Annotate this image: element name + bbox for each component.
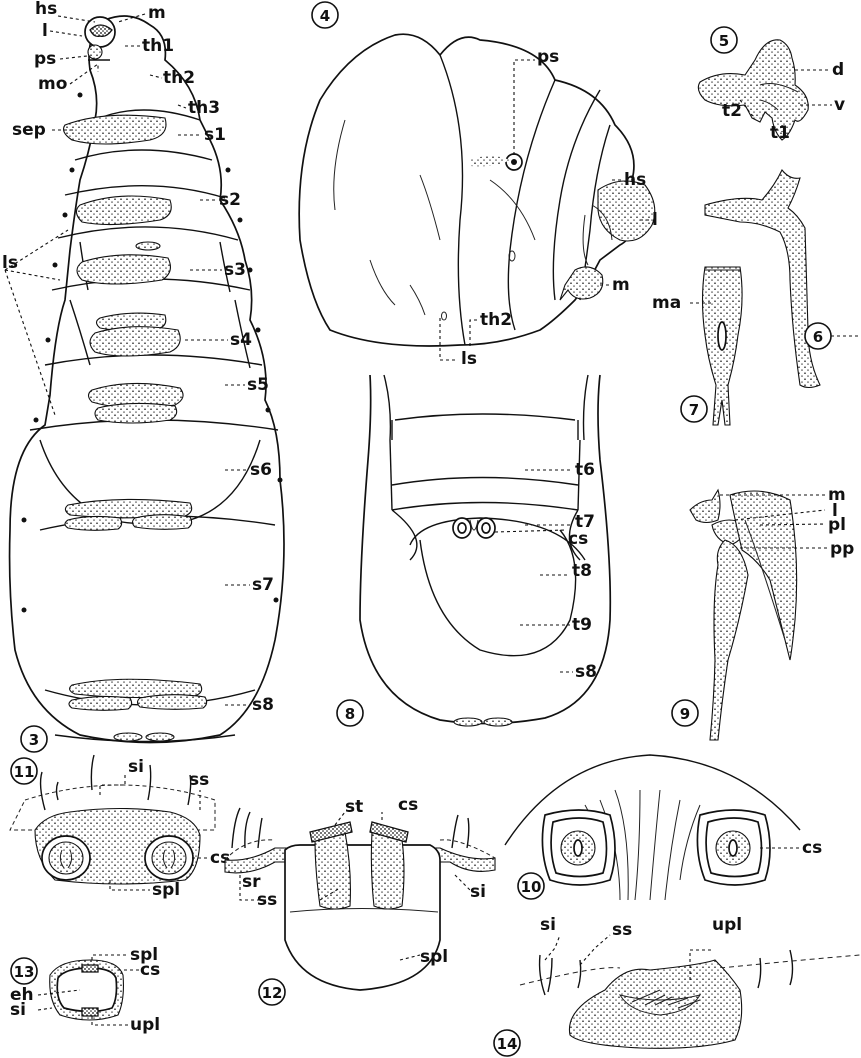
fig8-label-t8: t8 <box>572 561 592 581</box>
figure-14-labels: si ss upl <box>540 915 742 940</box>
svg-text:4: 4 <box>320 7 330 25</box>
fig3-label-th2: th2 <box>163 68 195 88</box>
fig4-label-l: l <box>652 210 658 230</box>
fig3-label-th1: th1 <box>142 36 174 56</box>
fig4-label-th2: th2 <box>480 310 512 330</box>
figure-number-3: 3 <box>21 726 47 752</box>
fig4-label-ps: ps <box>537 47 559 67</box>
fig14-label-ss: ss <box>612 920 632 940</box>
fig11-label-spl: spl <box>152 880 180 900</box>
fig8-label-t6: t6 <box>575 460 595 480</box>
fig8-label-s8: s8 <box>575 662 597 682</box>
figure-number-8: 8 <box>337 700 363 726</box>
figure-number-6: 6 <box>805 323 858 349</box>
fig3-label-mo: mo <box>38 74 67 94</box>
svg-text:10: 10 <box>521 878 542 896</box>
figure-3-larva <box>10 16 284 743</box>
fig3-label-th3: th3 <box>188 98 220 118</box>
fig5-label-t2: t2 <box>722 101 742 121</box>
fig12-label-ss: ss <box>257 890 277 910</box>
fig12-label-st: st <box>345 797 363 817</box>
fig12-label-cs: cs <box>398 795 418 815</box>
fig3-label-hs: hs <box>35 0 57 19</box>
figure-9-structure <box>690 490 797 740</box>
figure-number-10: 10 <box>518 873 544 899</box>
figure-number-5: 5 <box>711 27 737 53</box>
fig12-label-spl: spl <box>420 947 448 967</box>
svg-text:7: 7 <box>689 401 699 419</box>
fig3-label-s7: s7 <box>252 575 274 595</box>
figure-10-labels: cs <box>802 838 822 858</box>
fig3-label-ps: ps <box>34 49 56 69</box>
svg-text:5: 5 <box>719 32 729 50</box>
figure-number-9: 9 <box>672 700 698 726</box>
fig7-label-ma: ma <box>652 293 681 313</box>
figure-number-13: 13 <box>11 958 37 984</box>
fig3-label-s5: s5 <box>247 375 269 395</box>
figure-number-14: 14 <box>494 1030 520 1056</box>
svg-text:14: 14 <box>497 1035 518 1053</box>
fig3-label-s8: s8 <box>252 695 274 715</box>
fig4-label-m: m <box>612 275 630 295</box>
figure-8-abdomen <box>360 375 610 726</box>
fig9-label-pl: pl <box>828 515 846 535</box>
fig12-label-sr: sr <box>242 872 261 892</box>
figure-11-spiracle-plate <box>10 755 215 884</box>
fig10-label-cs: cs <box>802 838 822 858</box>
fig3-label-l: l <box>42 21 48 41</box>
fig4-label-ls: ls <box>461 349 477 369</box>
svg-text:6: 6 <box>813 328 823 346</box>
figure-5-mandible <box>698 40 808 140</box>
svg-text:13: 13 <box>14 963 35 981</box>
fig3-label-s4: s4 <box>230 330 252 350</box>
fig13-label-si: si <box>10 1000 26 1020</box>
figure-7-structure <box>703 267 743 425</box>
figure-13-spiracle-small <box>50 960 124 1020</box>
fig3-label-m: m <box>148 3 166 23</box>
fig11-label-ss: ss <box>189 770 209 790</box>
fig9-label-pp: pp <box>830 539 854 559</box>
figure-4-head <box>299 34 655 346</box>
fig3-label-s1: s1 <box>204 125 226 145</box>
svg-text:3: 3 <box>29 731 39 749</box>
fig5-label-t1: t1 <box>770 123 790 143</box>
figure-10-spiracles <box>505 755 800 900</box>
fig5-label-v: v <box>834 95 845 115</box>
fig12-label-si: si <box>470 882 486 902</box>
fig13-label-cs: cs <box>140 960 160 980</box>
figure-9-labels: m l pl pp <box>828 485 854 559</box>
svg-text:8: 8 <box>345 705 355 723</box>
fig3-label-ls: ls <box>2 253 18 273</box>
fig4-label-hs: hs <box>624 170 646 190</box>
figure-number-11: 11 <box>11 758 37 784</box>
fig3-label-s3: s3 <box>224 260 246 280</box>
fig13-label-upl: upl <box>130 1015 160 1035</box>
svg-text:9: 9 <box>680 705 690 723</box>
fig14-label-upl: upl <box>712 915 742 935</box>
fig5-label-d: d <box>832 60 844 80</box>
figure-14-plate <box>520 950 860 1048</box>
fig11-label-si: si <box>128 757 144 777</box>
fig3-label-s6: s6 <box>250 460 272 480</box>
svg-text:12: 12 <box>262 984 283 1002</box>
fig3-label-s2: s2 <box>219 190 241 210</box>
fig14-label-si: si <box>540 915 556 935</box>
svg-text:11: 11 <box>14 763 35 781</box>
figure-number-4: 4 <box>312 2 338 28</box>
figure-number-7: 7 <box>681 396 707 422</box>
fig8-label-t9: t9 <box>572 615 592 635</box>
figure-7-labels: ma <box>652 293 681 313</box>
fig3-label-sep: sep <box>12 120 46 140</box>
fig8-label-cs: cs <box>568 529 588 549</box>
figure-number-12: 12 <box>259 979 285 1005</box>
